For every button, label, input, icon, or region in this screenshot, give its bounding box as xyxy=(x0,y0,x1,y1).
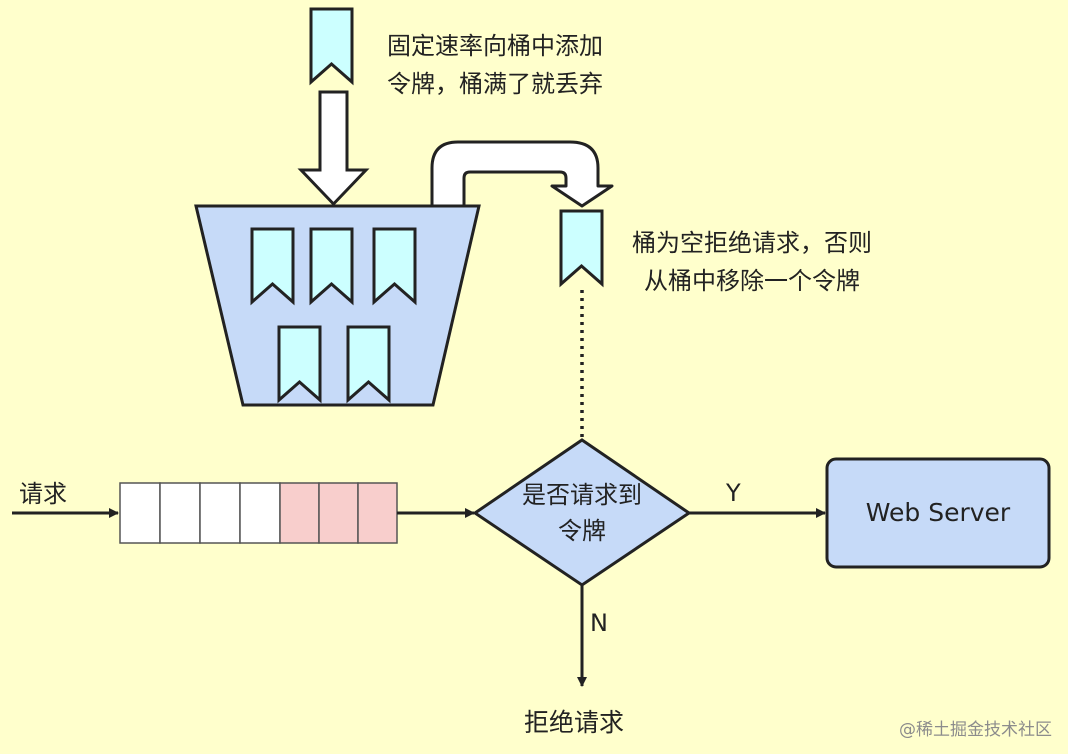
remove-token-note-line2: 从桶中移除一个令牌 xyxy=(644,267,860,295)
remove-token-note: 桶为空拒绝请求，否则 从桶中移除一个令牌 xyxy=(632,224,872,300)
queue-slot-empty xyxy=(199,482,241,544)
web-server-box xyxy=(825,457,1051,569)
request-label: 请求 xyxy=(19,480,67,508)
remove-token-note-line1: 桶为空拒绝请求，否则 xyxy=(632,229,872,257)
watermark: @稀土掘金技术社区 xyxy=(899,720,1052,740)
fill-rate-note-line1: 固定速率向桶中添加 xyxy=(387,32,603,60)
queue-slot-request xyxy=(279,482,320,544)
no-label: N xyxy=(590,609,608,637)
web-server-label: Web Server xyxy=(865,498,1011,527)
queue-slot-empty xyxy=(119,482,161,544)
request-queue xyxy=(119,482,398,544)
decision-label: 是否请求到 令牌 xyxy=(492,477,672,549)
reject-label: 拒绝请求 xyxy=(524,708,625,737)
decision-label-line1: 是否请求到 xyxy=(522,481,642,509)
queue-slot-request xyxy=(357,482,398,544)
queue-slot-request xyxy=(318,482,359,544)
incoming-token-icon xyxy=(309,7,354,84)
fill-arrow-icon xyxy=(297,90,370,207)
extracted-token-icon xyxy=(559,209,604,286)
extract-pipe-icon xyxy=(430,140,614,208)
decision-label-line2: 令牌 xyxy=(558,517,606,545)
queue-slot-empty xyxy=(159,482,201,544)
queue-slot-empty xyxy=(239,482,281,544)
fill-rate-note-line2: 令牌，桶满了就丢弃 xyxy=(387,70,603,98)
yes-label: Y xyxy=(726,479,741,507)
fill-rate-note: 固定速率向桶中添加 令牌，桶满了就丢弃 xyxy=(387,27,603,103)
